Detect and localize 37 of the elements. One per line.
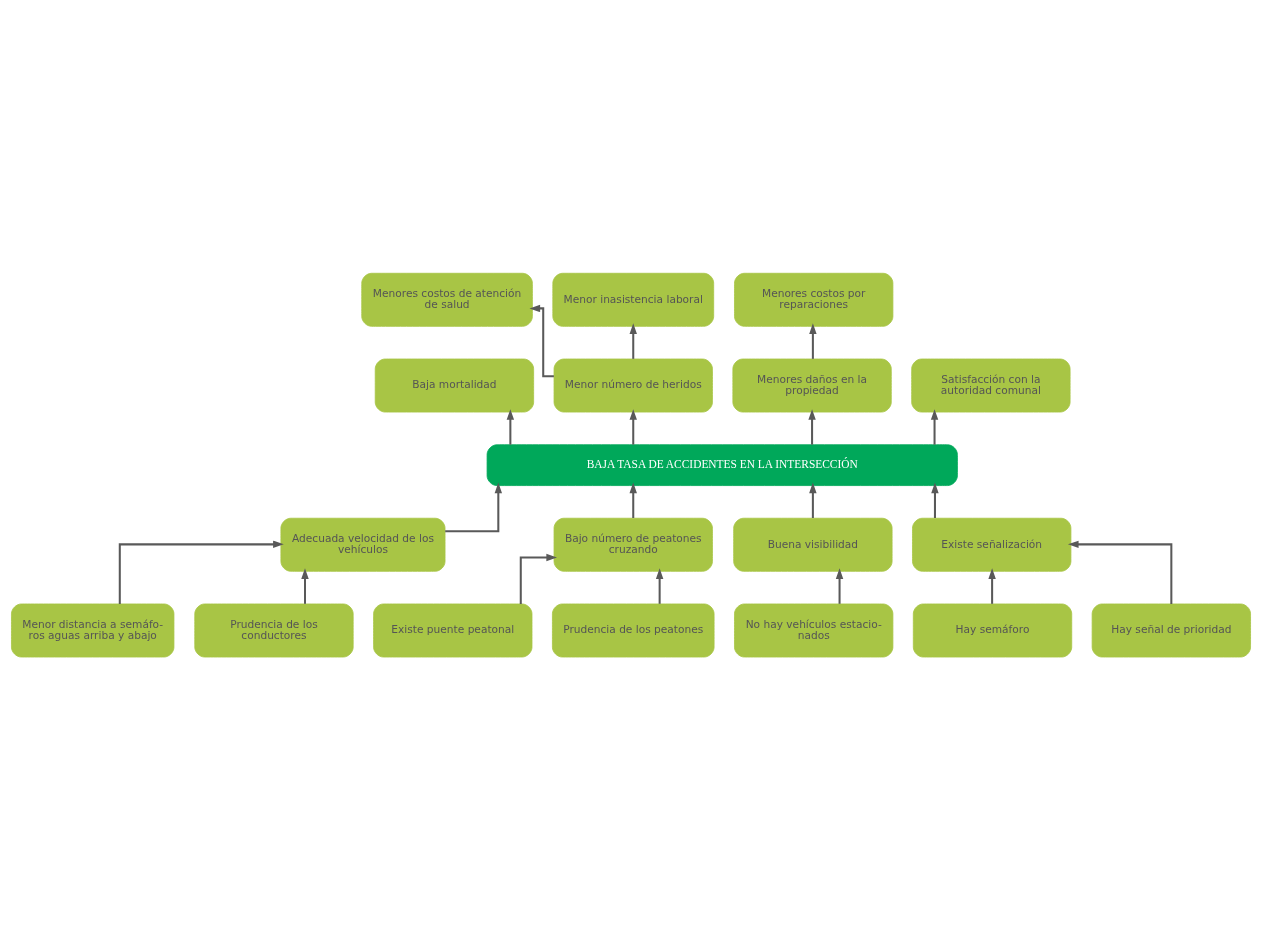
arrow <box>629 323 637 359</box>
arrow <box>519 553 557 604</box>
node-box: Menores costos de atención de salud <box>361 272 533 327</box>
arrow <box>301 568 309 604</box>
arrow <box>655 568 664 604</box>
arrow <box>809 482 817 519</box>
node-box: BAJA TASA DE ACCIDENTES EN LA INTERSECCIÓN <box>486 444 958 486</box>
node-box: Prudencia de los peatones <box>552 603 715 658</box>
node-box: Baja mortalidad <box>374 358 535 413</box>
arrow <box>506 409 515 445</box>
arrow <box>118 540 284 604</box>
node-box: Prudencia de los conductores <box>194 603 354 658</box>
arrow <box>529 304 554 378</box>
arrow <box>445 482 503 533</box>
arrow <box>835 568 844 604</box>
node-box: Satisfacción con la autoridad comunal <box>911 358 1071 413</box>
node-box: Menor distancia a semáfo- ros aguas arriba y abajo <box>11 603 175 658</box>
node-box: Buena visibilidad <box>733 517 893 572</box>
node-box: No hay vehículos estacio- nados <box>734 603 894 658</box>
arrow <box>809 323 817 359</box>
node-box: Hay señal de prioridad <box>1091 603 1251 658</box>
arrow <box>1067 540 1173 604</box>
arrow <box>808 409 816 445</box>
node-box: Existe puente peatonal <box>373 603 533 658</box>
arrow <box>629 409 637 445</box>
arrow <box>629 482 637 519</box>
node-box: Bajo número de peatones cruzando <box>553 517 713 572</box>
node-box: Menor inasistencia laboral <box>552 272 715 327</box>
node-box: Menor número de heridos <box>553 358 713 413</box>
arrow <box>930 409 939 445</box>
arrow <box>931 482 939 519</box>
node-box: Adecuada velocidad de los vehículos <box>280 517 446 572</box>
node-box: Hay semáforo <box>912 603 1073 658</box>
node-box: Menores daños en la propiedad <box>732 358 892 413</box>
node-box: Existe señalización <box>912 517 1072 572</box>
arrow <box>988 568 996 604</box>
node-box: Menores costos por reparaciones <box>734 272 894 327</box>
